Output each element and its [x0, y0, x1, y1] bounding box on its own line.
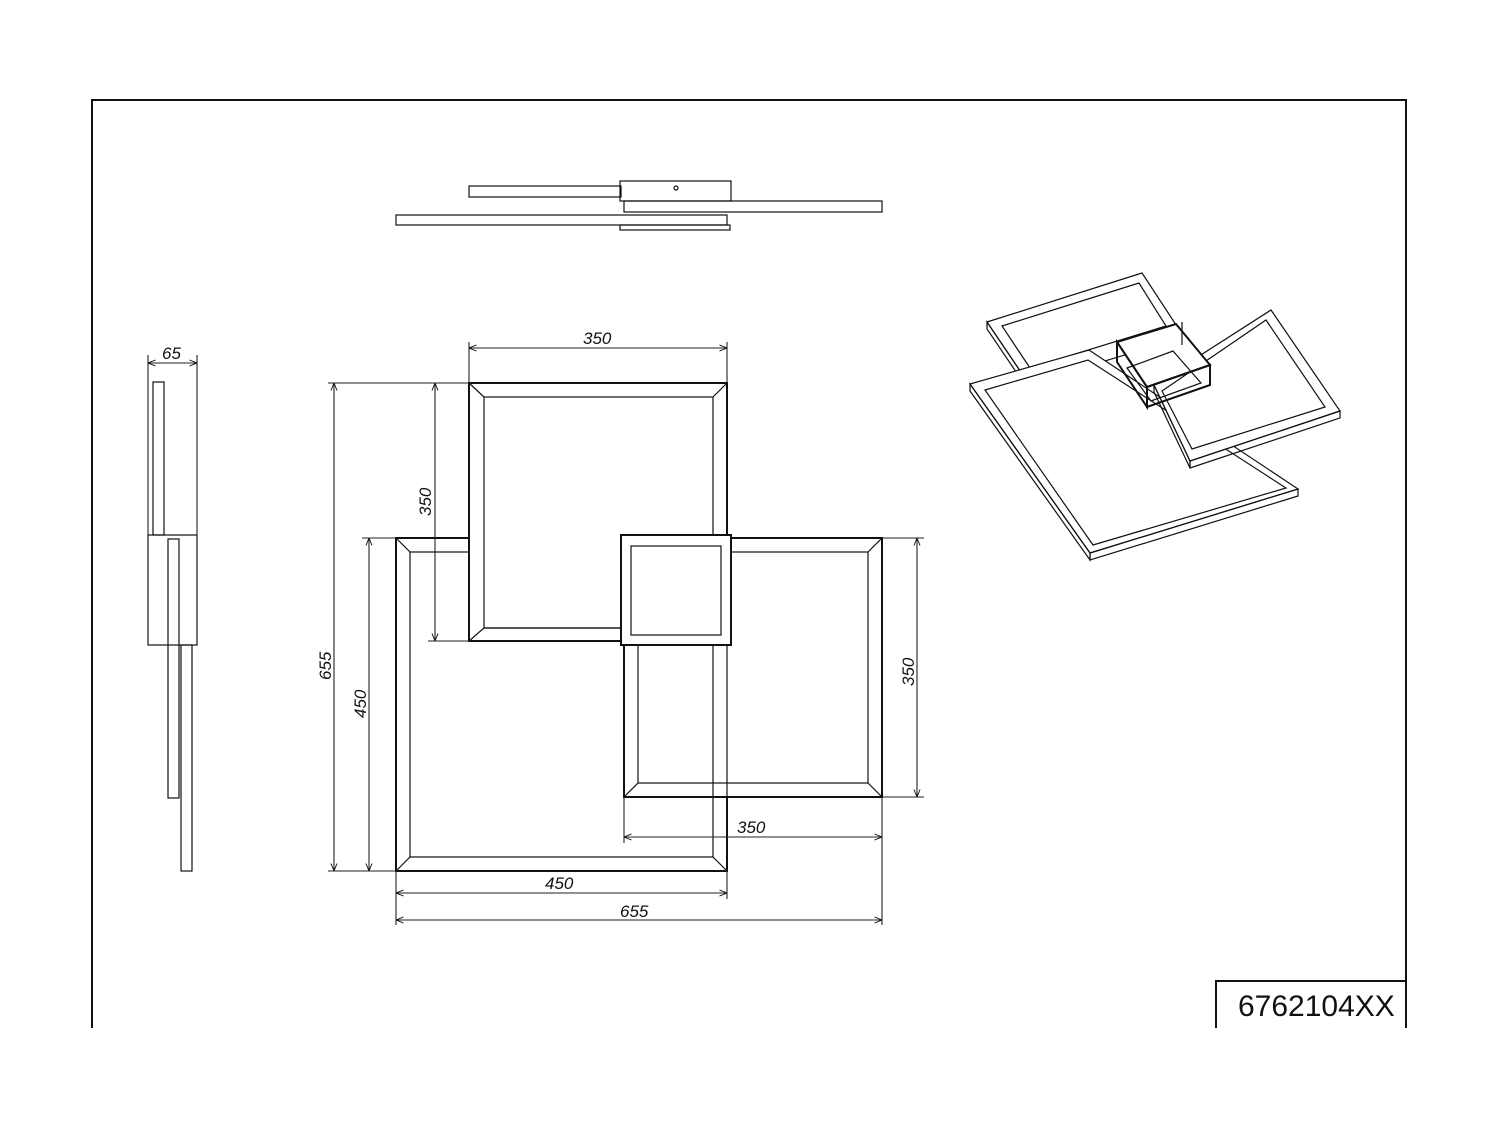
drawing-border	[91, 99, 1407, 1028]
dim-overall-width: 655	[620, 902, 649, 921]
dim-overall-height: 655	[316, 651, 335, 680]
isometric-view	[969, 272, 1341, 562]
dimension-large-height: 450	[351, 537, 396, 871]
dim-large-frame-height: 450	[351, 689, 370, 718]
dimension-top-width: 350	[468, 329, 728, 383]
top-elevation-view	[395, 180, 883, 231]
dim-side-depth: 65	[162, 344, 181, 363]
title-block: 6762104XX	[1215, 980, 1406, 1028]
dim-right-frame-width: 350	[737, 818, 766, 837]
dimension-right-height: 350	[882, 537, 924, 798]
dimension-top-height: 350	[416, 382, 469, 642]
dim-right-frame-height: 350	[899, 657, 918, 686]
product-code: 6762104XX	[1238, 990, 1395, 1023]
side-view: 65	[147, 344, 198, 872]
dimension-overall-height: 655	[316, 382, 469, 872]
dimension-overall-width: 655	[396, 902, 882, 921]
dim-top-frame-width: 350	[583, 329, 612, 348]
dimension-right-width: 350	[623, 797, 883, 925]
plan-center-box	[484, 534, 732, 646]
dim-large-frame-width: 450	[545, 874, 574, 893]
dim-top-frame-height: 350	[416, 487, 435, 516]
dimension-large-width: 450	[395, 871, 728, 925]
